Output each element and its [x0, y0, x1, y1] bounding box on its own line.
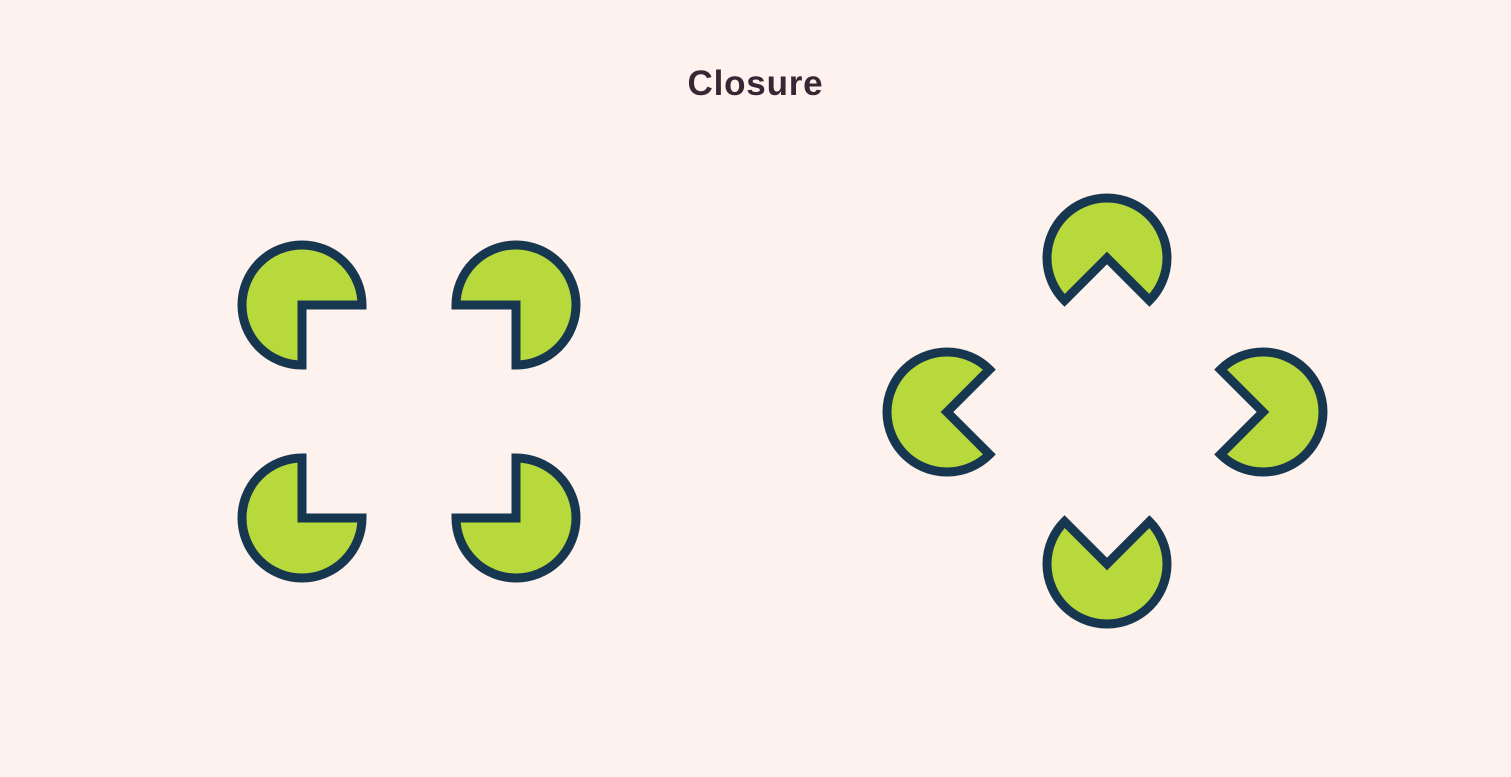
pacman-wedge-notch-right — [1214, 347, 1328, 477]
pacman-wedge-notch-top — [1042, 193, 1172, 307]
pacman-wedge-notch-left — [882, 347, 996, 477]
pacman-wedge-notch-bottom — [1042, 515, 1172, 629]
pacman-quarter-notch-bottom-left — [237, 453, 367, 583]
quarter-notch-circle-group — [237, 240, 581, 583]
pacman-quarter-notch-bottom-right — [451, 453, 581, 583]
page-title: Closure — [687, 64, 824, 103]
pacman-quarter-notch-top-left — [237, 240, 367, 370]
wedge-notch-circle-group — [882, 193, 1328, 629]
pacman-quarter-notch-top-right — [451, 240, 581, 370]
